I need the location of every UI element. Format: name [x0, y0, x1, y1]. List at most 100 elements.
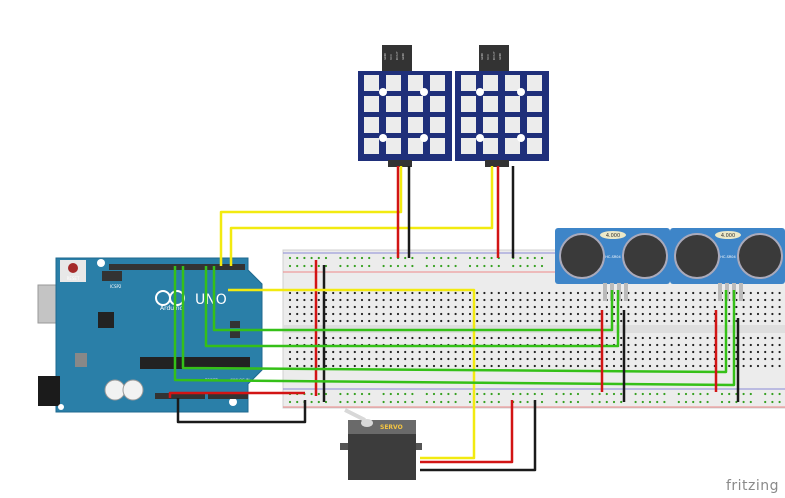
breadboard-hole [310, 336, 313, 340]
breadboard-hole [720, 312, 724, 316]
breadboard-hole [684, 343, 688, 347]
breadboard-hole [656, 392, 659, 396]
breadboard-hole [663, 357, 666, 361]
breadboard-hole [591, 305, 594, 309]
breadboard-hole [368, 392, 371, 396]
led-pixel [364, 117, 379, 133]
breadboard-hole [764, 364, 767, 368]
led-pixel [364, 138, 379, 154]
breadboard-hole [310, 256, 313, 260]
led-pixel [430, 96, 445, 112]
breadboard-hole [771, 319, 774, 323]
breadboard-hole [598, 319, 601, 323]
breadboard-hole [396, 319, 400, 323]
breadboard-hole [663, 312, 666, 316]
breadboard-hole [720, 392, 724, 396]
breadboard-hole [540, 319, 544, 323]
breadboard-hole [728, 336, 731, 340]
led-pixel [505, 96, 520, 112]
breadboard-hole [519, 350, 522, 354]
led-pixel [364, 96, 379, 112]
breadboard-hole [555, 350, 558, 354]
breadboard-hole [310, 350, 313, 354]
breadboard-hole [591, 312, 594, 316]
breadboard-hole [533, 264, 536, 268]
breadboard-hole [332, 312, 335, 316]
breadboard-hole [425, 256, 428, 260]
breadboard-hole [360, 264, 364, 268]
pin-label: VCC [389, 54, 393, 60]
breadboard-hole [634, 400, 637, 404]
led-pixel [461, 117, 476, 133]
breadboard-hole [497, 357, 500, 361]
breadboard-hole [440, 305, 443, 309]
breadboard-hole [519, 392, 522, 396]
breadboard-hole [497, 364, 500, 368]
breadboard-hole [634, 343, 637, 347]
breadboard-hole [706, 291, 709, 295]
breadboard-hole [548, 298, 551, 302]
wire-yellow-servo [228, 288, 476, 460]
breadboard-hole [562, 364, 565, 368]
breadboard-hole [756, 319, 760, 323]
led-pixel [386, 96, 401, 112]
breadboard-hole [519, 256, 522, 260]
breadboard-hole [677, 400, 680, 404]
breadboard-hole [483, 291, 486, 295]
breadboard-hole [468, 400, 472, 404]
breadboard-hole [476, 305, 479, 309]
breadboard-hole [555, 336, 558, 340]
breadboard-hole [771, 350, 774, 354]
breadboard-hole [540, 264, 544, 268]
breadboard-hole [504, 364, 508, 368]
breadboard-hole [735, 312, 738, 316]
led-pixel [505, 75, 520, 91]
breadboard-hole [706, 343, 709, 347]
sensor-display: 4.000 [606, 233, 620, 239]
breadboard-hole [303, 291, 306, 295]
breadboard-hole [396, 400, 400, 404]
breadboard-hole [641, 392, 644, 396]
breadboard-hole [692, 319, 695, 323]
breadboard-hole [468, 291, 472, 295]
breadboard-hole [346, 336, 349, 340]
breadboard-hole [706, 305, 709, 309]
breadboard-hole [310, 357, 313, 361]
breadboard-hole [677, 336, 680, 340]
breadboard-hole [584, 319, 587, 323]
breadboard-hole [663, 400, 666, 404]
breadboard-hole [605, 305, 608, 309]
breadboard-hole [569, 392, 572, 396]
breadboard-hole [339, 350, 342, 354]
breadboard-hole [742, 392, 745, 396]
breadboard-hole [641, 357, 644, 361]
breadboard-hole [627, 305, 630, 309]
breadboard-hole [339, 364, 342, 368]
breadboard-hole [454, 364, 457, 368]
breadboard-hole [288, 350, 292, 354]
breadboard-hole [432, 392, 436, 396]
breadboard-hole [620, 392, 623, 396]
breadboard-hole [771, 291, 774, 295]
breadboard-hole [706, 350, 709, 354]
breadboard-hole [490, 256, 493, 260]
breadboard-hole [634, 336, 637, 340]
breadboard-hole [317, 364, 320, 368]
breadboard-hole [461, 298, 464, 302]
breadboard-hole [663, 392, 666, 396]
breadboard-hole [663, 319, 666, 323]
breadboard-hole [346, 298, 349, 302]
breadboard-hole [447, 357, 450, 361]
wire-red-arduino-5v [168, 391, 305, 398]
breadboard-hole [656, 400, 659, 404]
breadboard-hole [360, 298, 364, 302]
breadboard-hole [526, 392, 529, 396]
breadboard-hole [620, 312, 623, 316]
breadboard-hole [692, 343, 695, 347]
breadboard-hole [440, 357, 443, 361]
breadboard-hole [375, 291, 378, 295]
breadboard-hole [512, 264, 515, 268]
breadboard-hole [742, 357, 745, 361]
breadboard-hole [699, 336, 702, 340]
breadboard-hole [634, 312, 637, 316]
